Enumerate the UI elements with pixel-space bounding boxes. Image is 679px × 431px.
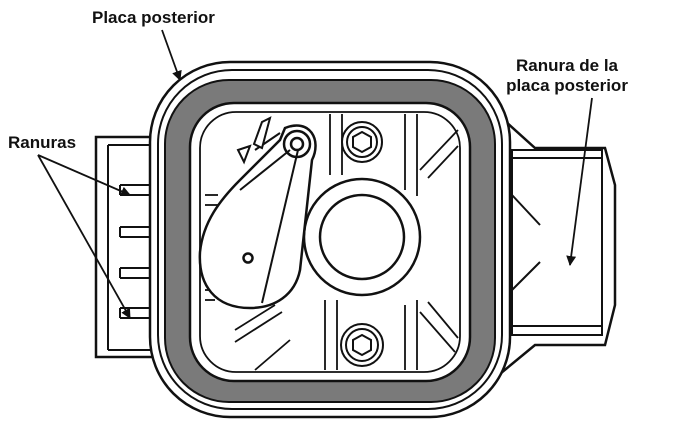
right-housing <box>493 109 617 381</box>
label-slots: Ranuras <box>8 133 77 152</box>
label-back-plate-slot-line1: Ranura de la <box>515 56 619 75</box>
label-back-plate-slot-line2: placa posterior <box>506 76 628 95</box>
arrow-back-plate-slot <box>566 97 593 266</box>
top-hex-bolt <box>341 121 383 163</box>
arrow-back-plate <box>161 29 182 81</box>
flapper-valve <box>198 124 317 310</box>
bottom-hex-bolt <box>340 323 384 367</box>
label-back-plate: Placa posterior <box>92 8 215 27</box>
central-port <box>302 177 422 297</box>
arrow-slot-lower <box>37 154 131 319</box>
arrow-slot-upper <box>37 154 131 196</box>
leader-arrows <box>37 29 593 319</box>
right-housing-slot <box>511 149 603 336</box>
inner-ribs <box>205 114 459 371</box>
label-back-plate-slot: Ranura de la placa posterior <box>467 56 667 96</box>
flapper-spring <box>236 116 299 304</box>
